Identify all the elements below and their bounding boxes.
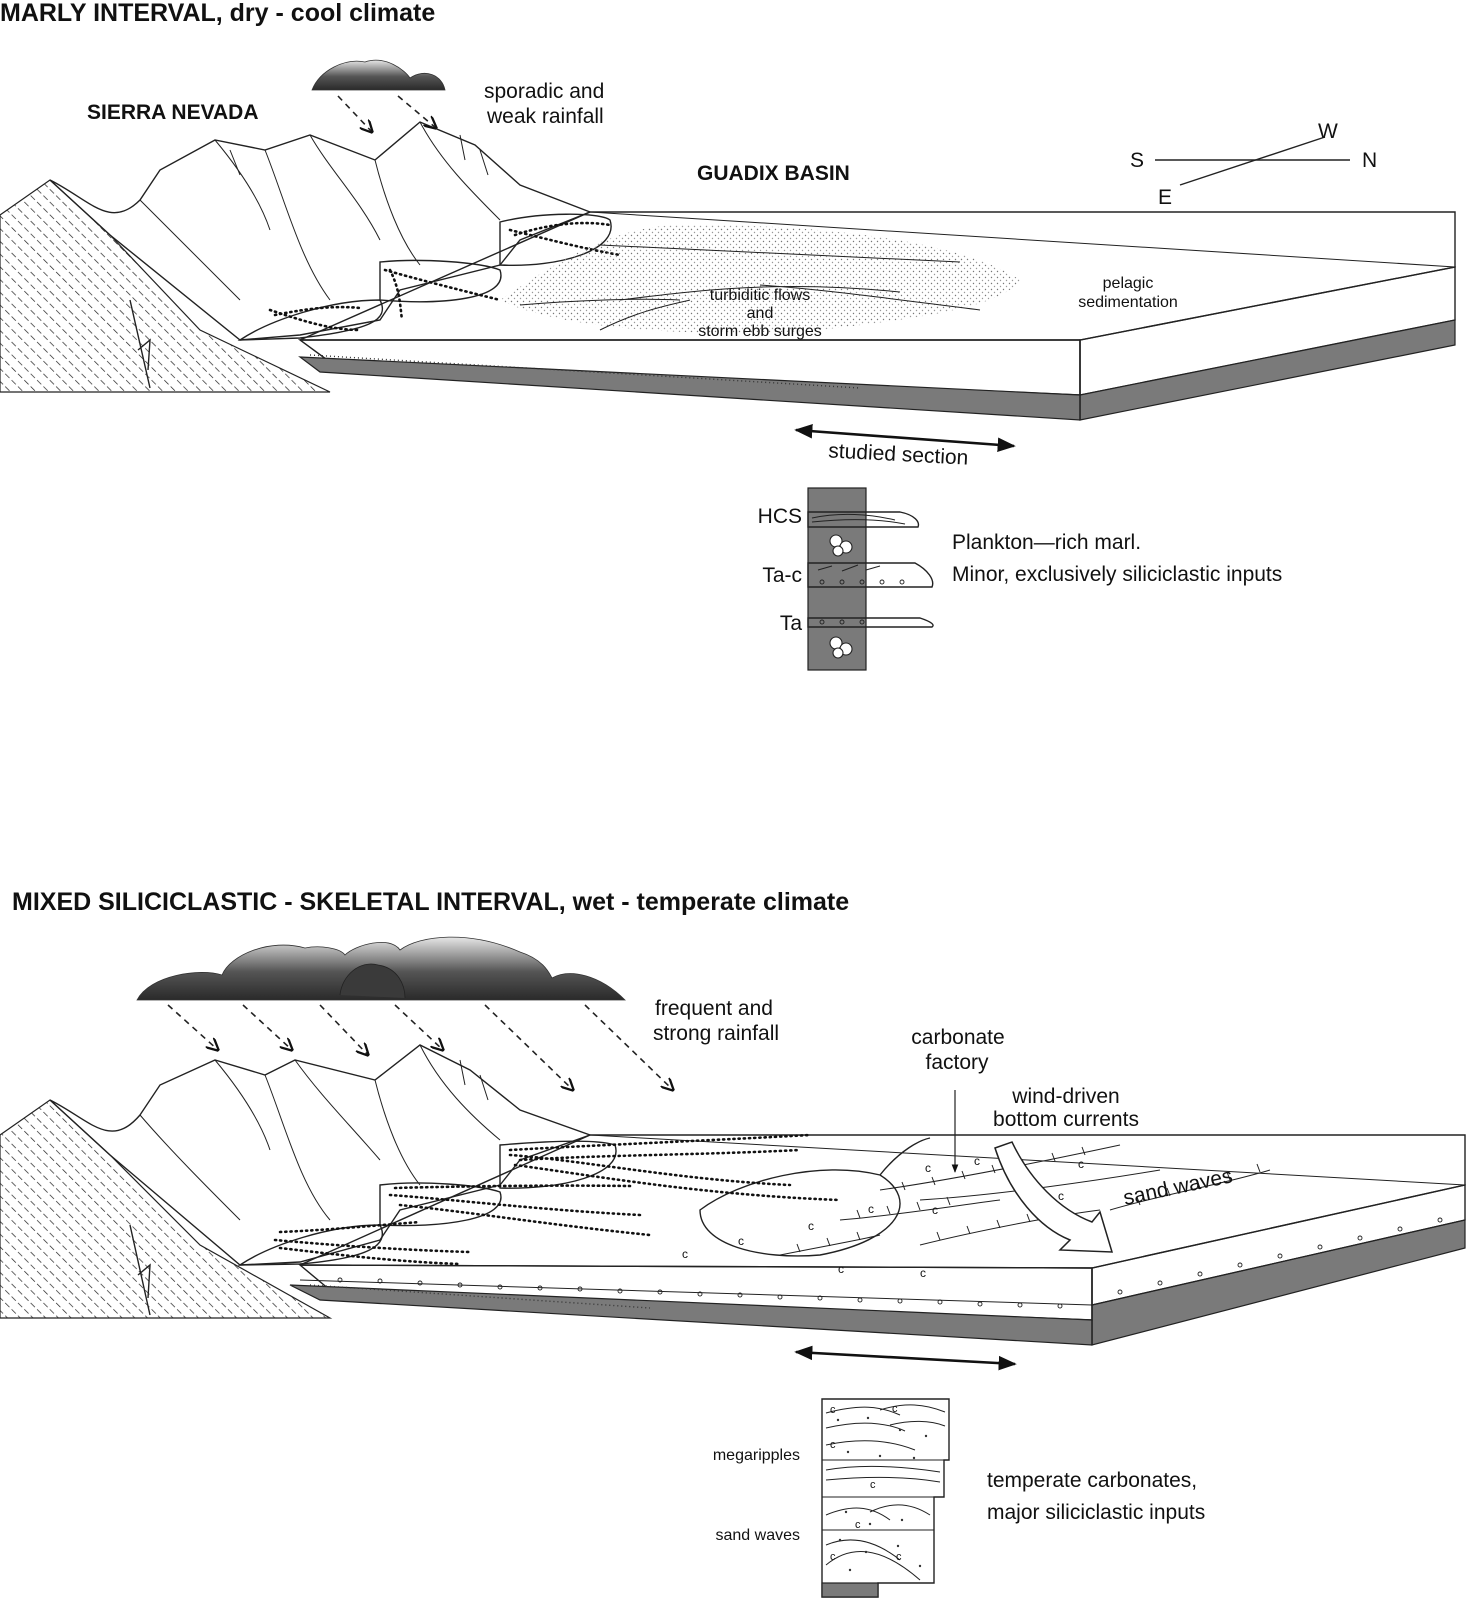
svg-text:c: c — [808, 1219, 814, 1233]
svg-text:c: c — [1058, 1189, 1064, 1203]
bottom-basement — [0, 1099, 333, 1319]
svg-text:c: c — [896, 1551, 902, 1563]
bottom-currents-label-1: wind-driven — [1011, 1085, 1119, 1108]
top-log-label-hcs: HCS — [758, 505, 802, 528]
bottom-rain-label-1: frequent and — [655, 997, 773, 1020]
bottom-description-2: major siliciclastic inputs — [987, 1501, 1205, 1524]
svg-text:c: c — [932, 1203, 938, 1217]
top-basin-label: GUADIX BASIN — [697, 162, 850, 185]
svg-text:c: c — [892, 1403, 898, 1415]
top-strat-log — [807, 487, 934, 671]
compass-s: S — [1130, 149, 1144, 172]
top-pelagic-label-2: sedimentation — [1078, 294, 1178, 311]
bottom-sand-waves-label: sand waves — [1121, 1164, 1234, 1210]
top-flows-label-2: and — [747, 305, 774, 322]
top-description-1: Plankton—rich marl. — [952, 531, 1141, 554]
bottom-panel: MIXED SILICICLASTIC - SKELETAL INTERVAL,… — [0, 888, 1466, 1598]
bottom-log-label-megaripples: megaripples — [713, 1447, 800, 1464]
svg-text:c: c — [855, 1519, 861, 1531]
bottom-fault — [129, 1224, 151, 1316]
bottom-current-arrow — [994, 1141, 1114, 1253]
top-description-2: Minor, exclusively siliciclastic inputs — [952, 563, 1282, 586]
top-section-label: studied section — [828, 439, 969, 469]
svg-text:c: c — [1078, 1157, 1084, 1171]
svg-text:c: c — [738, 1234, 744, 1248]
top-mountains — [49, 121, 622, 341]
svg-text:c: c — [682, 1247, 688, 1261]
top-basement — [0, 179, 331, 393]
svg-text:c: c — [920, 1266, 926, 1280]
bottom-section-arrow — [794, 1345, 1017, 1371]
top-flows-label-3: storm ebb surges — [698, 323, 822, 340]
bottom-rain-label-2: strong rainfall — [653, 1022, 779, 1045]
bottom-basin-block — [289, 1134, 1466, 1346]
top-rain-cloud — [311, 59, 446, 132]
bottom-strat-log: c c c c c c c — [821, 1398, 950, 1598]
svg-text:c: c — [830, 1439, 836, 1451]
bottom-conglomerate-dots — [337, 1217, 1443, 1309]
bottom-factory-label-2: factory — [925, 1051, 989, 1074]
top-fault — [129, 299, 151, 389]
top-mountain-label: SIERRA NEVADA — [87, 101, 259, 124]
top-section-arrow — [794, 423, 1016, 453]
svg-text:c: c — [868, 1202, 874, 1216]
bottom-carbonate-symbols: c c c c c c c c c c c — [682, 1154, 1084, 1280]
svg-text:c: c — [974, 1154, 980, 1168]
bottom-rain-clouds — [136, 936, 673, 1090]
bottom-title: MIXED SILICICLASTIC - SKELETAL INTERVAL,… — [12, 888, 849, 916]
bottom-description-1: temperate carbonates, — [987, 1469, 1197, 1492]
compass-n: N — [1362, 149, 1377, 172]
top-panel: MARLY INTERVAL, dry - cool climate — [0, 0, 1456, 671]
top-basin-block — [297, 211, 1456, 421]
top-log-label-tac: Ta-c — [762, 564, 802, 587]
top-log-label-ta: Ta — [780, 612, 803, 635]
svg-text:c: c — [830, 1404, 836, 1416]
top-flows-label-1: turbiditic flows — [710, 287, 810, 304]
svg-text:c: c — [925, 1161, 931, 1175]
top-rain-label-1: sporadic and — [484, 80, 604, 103]
top-title: MARLY INTERVAL, dry - cool climate — [0, 0, 435, 27]
top-rain-label-2: weak rainfall — [486, 105, 604, 128]
svg-text:c: c — [838, 1262, 844, 1276]
bottom-carbonate-factory — [779, 1144, 1271, 1256]
bottom-log-label-sand-waves: sand waves — [716, 1527, 801, 1544]
compass-e: E — [1158, 186, 1172, 209]
top-turbidite-plume — [500, 224, 1020, 333]
bottom-factory-label-1: carbonate — [911, 1026, 1004, 1049]
svg-text:c: c — [870, 1479, 876, 1491]
bottom-currents-label-2: bottom currents — [993, 1108, 1139, 1131]
bottom-mountains — [49, 1044, 931, 1266]
compass-w: W — [1318, 120, 1338, 143]
top-pelagic-label-1: pelagic — [1103, 275, 1154, 292]
svg-text:c: c — [830, 1551, 836, 1563]
compass: W S N E — [1130, 120, 1377, 209]
